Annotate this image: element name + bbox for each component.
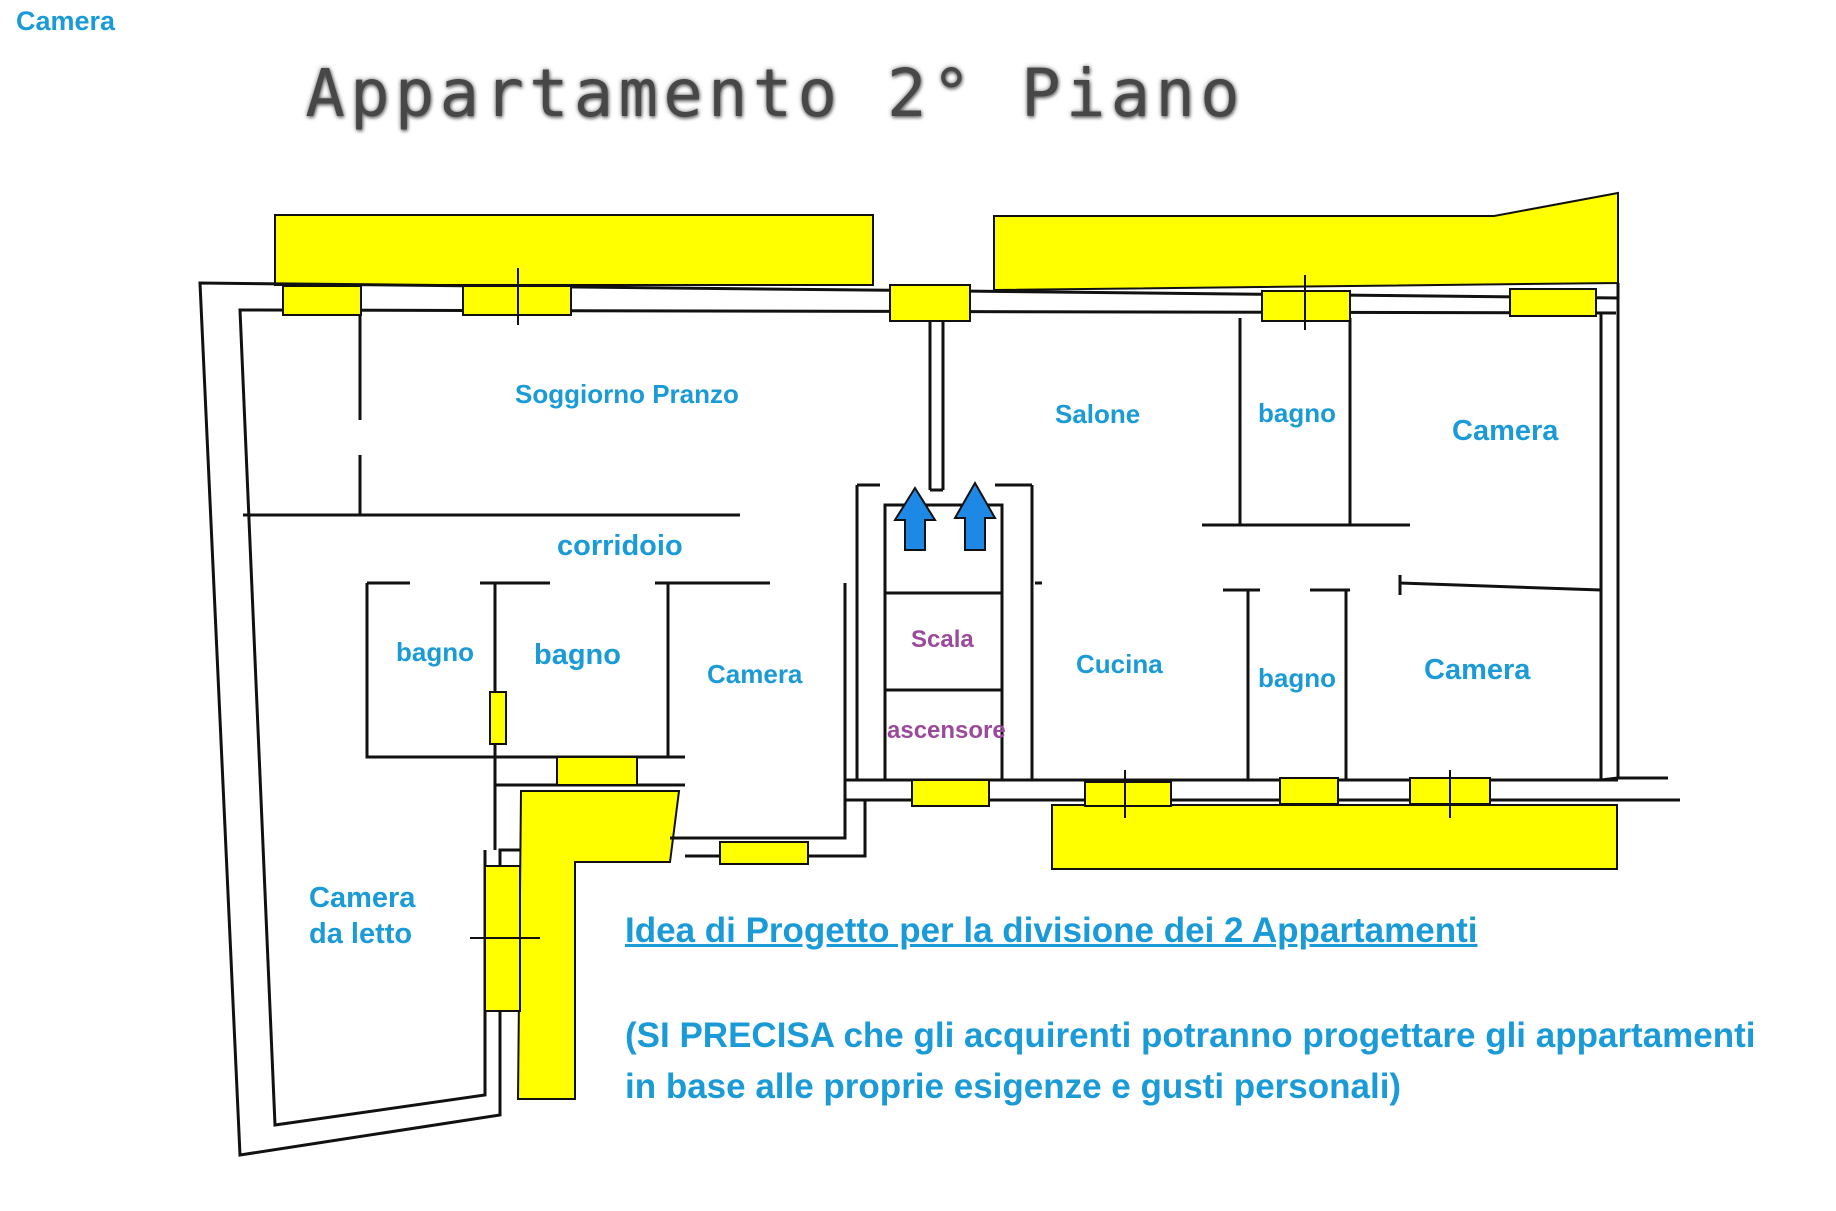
- room-camera-letto: Camera da letto: [309, 880, 415, 953]
- room-salone: Salone: [1055, 399, 1141, 429]
- arrow-up-icon: [953, 480, 997, 551]
- outer-walls: [198, 281, 1680, 1157]
- room-bagno-mid: bagno: [534, 639, 621, 671]
- interior-walls: [243, 285, 1602, 850]
- balcony-top-left: [274, 214, 874, 286]
- room-camera-letto-line2: da letto: [309, 918, 413, 951]
- window: [911, 779, 990, 807]
- balconies: [274, 191, 1619, 1100]
- note-body: (SI PRECISA che gli acquirenti potranno …: [625, 1016, 1756, 1106]
- room-camera-mid: Camera: [707, 659, 803, 689]
- window-crosses: [470, 268, 1451, 939]
- room-corridoio: corridoio: [557, 530, 683, 562]
- window: [1509, 288, 1597, 317]
- window: [282, 285, 362, 316]
- room-bagno-top: bagno: [1258, 398, 1336, 428]
- outer-wall-inner: [238, 308, 1617, 1127]
- note-title: Idea di Progetto per la divisione dei 2 …: [625, 911, 1478, 950]
- room-bagno-right: bagno: [1258, 663, 1336, 693]
- room-scala: Scala: [911, 626, 974, 653]
- balcony-l-shape: [516, 790, 681, 1100]
- window: [1279, 777, 1339, 805]
- room-ascensore: ascensore: [887, 717, 1006, 744]
- room-cucina: Cucina: [1076, 649, 1163, 679]
- window: [889, 284, 971, 322]
- arrow-up-icon: [893, 486, 937, 551]
- window: [556, 756, 638, 786]
- page-title: Appartamento 2° Piano: [305, 55, 1245, 132]
- room-bagno-left: bagno: [396, 637, 474, 667]
- room-camera-right: Camera: [1424, 654, 1531, 686]
- window: [719, 841, 809, 865]
- room-soggiorno: Soggiorno Pranzo: [515, 379, 739, 409]
- balcony-top-right: [993, 191, 1619, 292]
- window: [489, 691, 507, 745]
- corner-label: Camera: [16, 6, 116, 36]
- stair-arrows: [893, 480, 997, 551]
- room-camera-letto-line1: Camera: [309, 882, 416, 914]
- balcony-bottom-right: [1051, 804, 1618, 870]
- window: [1084, 781, 1172, 807]
- room-camera-top-right: Camera: [1452, 415, 1559, 447]
